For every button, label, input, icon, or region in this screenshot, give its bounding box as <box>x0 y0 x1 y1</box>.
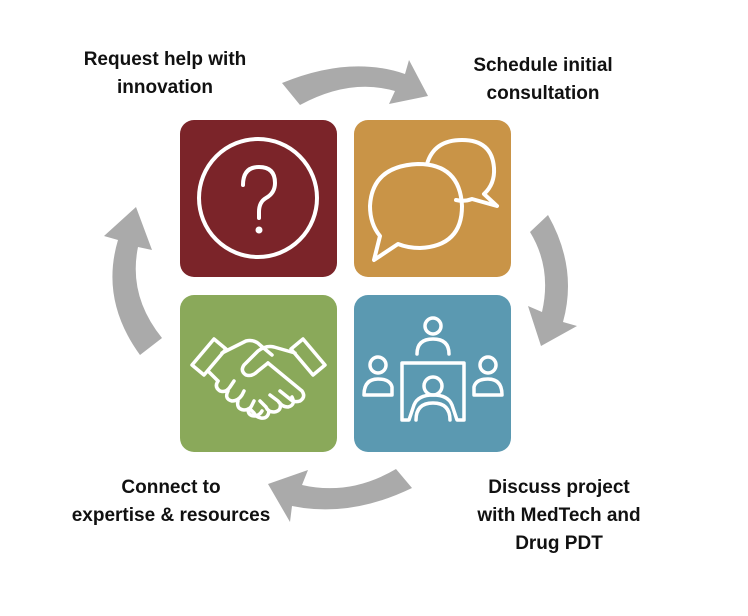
step-label-line: Request help with <box>83 49 247 70</box>
speech-bubbles-icon <box>368 138 499 262</box>
step-label-request: Request help with innovation <box>50 46 280 102</box>
step-label-schedule: Schedule initial consultation <box>438 52 648 108</box>
step-label-line: consultation <box>486 83 600 104</box>
handshake-icon <box>190 337 327 420</box>
tile-discuss-project <box>354 295 511 452</box>
step-label-discuss: Discuss project with MedTech and Drug PD… <box>448 474 670 558</box>
step-label-line: with MedTech and <box>477 505 641 526</box>
tile-schedule-consultation <box>354 120 511 277</box>
arrow-bottom-icon <box>268 469 412 522</box>
meeting-table-icon <box>362 316 504 422</box>
step-label-connect: Connect to expertise & resources <box>52 474 290 530</box>
tile-request-help <box>180 120 337 277</box>
step-label-line: expertise & resources <box>71 505 271 526</box>
step-label-line: Discuss project <box>488 477 630 498</box>
step-label-line: Drug PDT <box>515 533 603 554</box>
question-mark-icon <box>197 137 319 259</box>
arrow-top-icon <box>282 60 428 105</box>
step-label-line: Connect to <box>121 477 221 498</box>
step-label-line: innovation <box>116 77 214 98</box>
arrow-right-icon <box>528 215 577 346</box>
step-label-line: Schedule initial <box>473 55 613 76</box>
arrow-left-icon <box>104 207 162 355</box>
tile-connect-expertise <box>180 295 337 452</box>
